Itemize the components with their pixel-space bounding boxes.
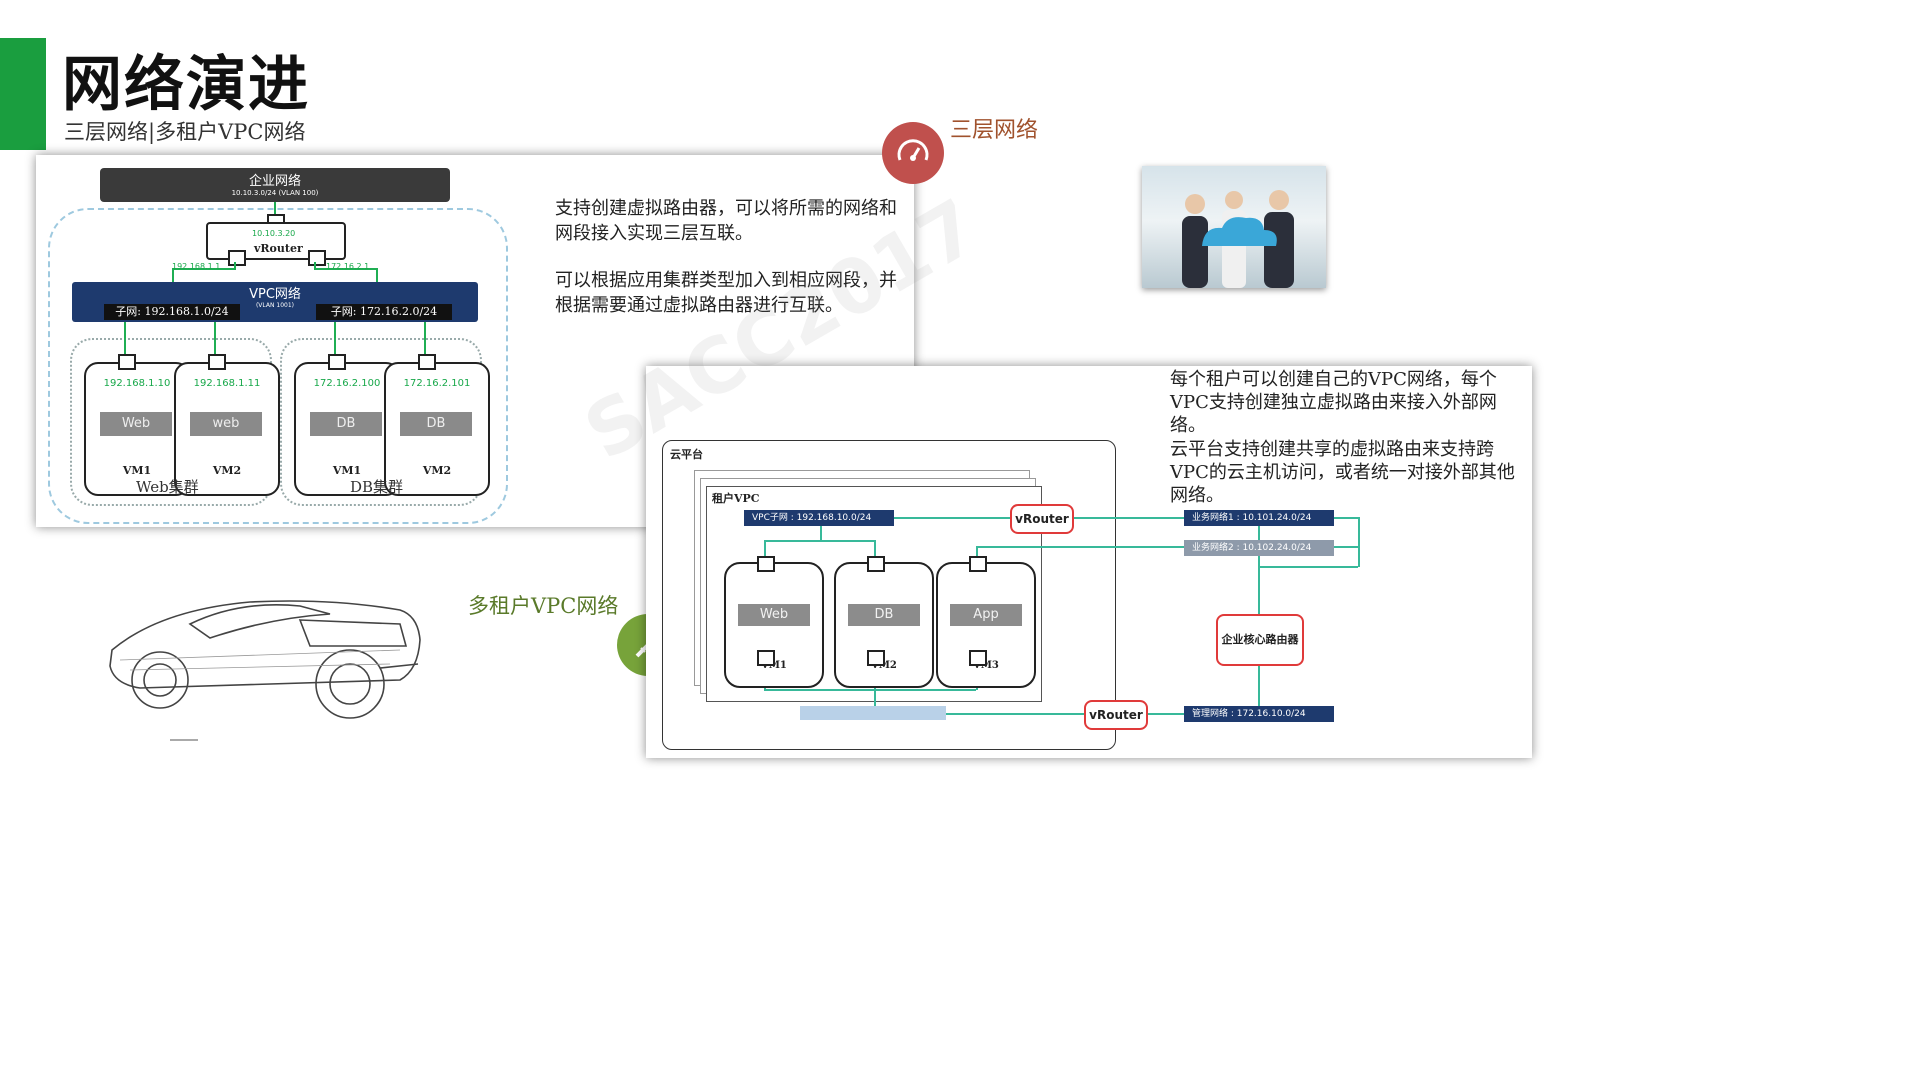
car-sketch-image [100,580,430,750]
vpc-section-label: 多租户VPC网络 [468,594,619,618]
page-subtitle: 三层网络|多租户VPC网络 [64,120,306,144]
business-team-photo [1142,166,1326,288]
speedometer-icon [897,139,929,161]
page-title: 网络演进 [62,50,310,120]
accent-bar [0,38,46,150]
three-layer-badge [882,122,944,184]
three-layer-text-2: 可以根据应用集群类型加入到相应网段，并根据需要通过虚拟路由器进行互联。 [555,270,897,316]
vpc-text-1: 每个租户可以创建自己的VPC网络，每个VPC支持创建独立虚拟路由来接入外部网络。 [1170,369,1497,436]
three-layer-text-1: 支持创建虚拟路由器，可以将所需的网络和网段接入实现三层互联。 [555,198,897,244]
vpc-text-2: 云平台支持创建共享的虚拟路由来支持跨VPC的云主机访问，或者统一对接外部其他网络… [1170,439,1515,506]
three-layer-section-label: 三层网络 [950,118,1039,143]
